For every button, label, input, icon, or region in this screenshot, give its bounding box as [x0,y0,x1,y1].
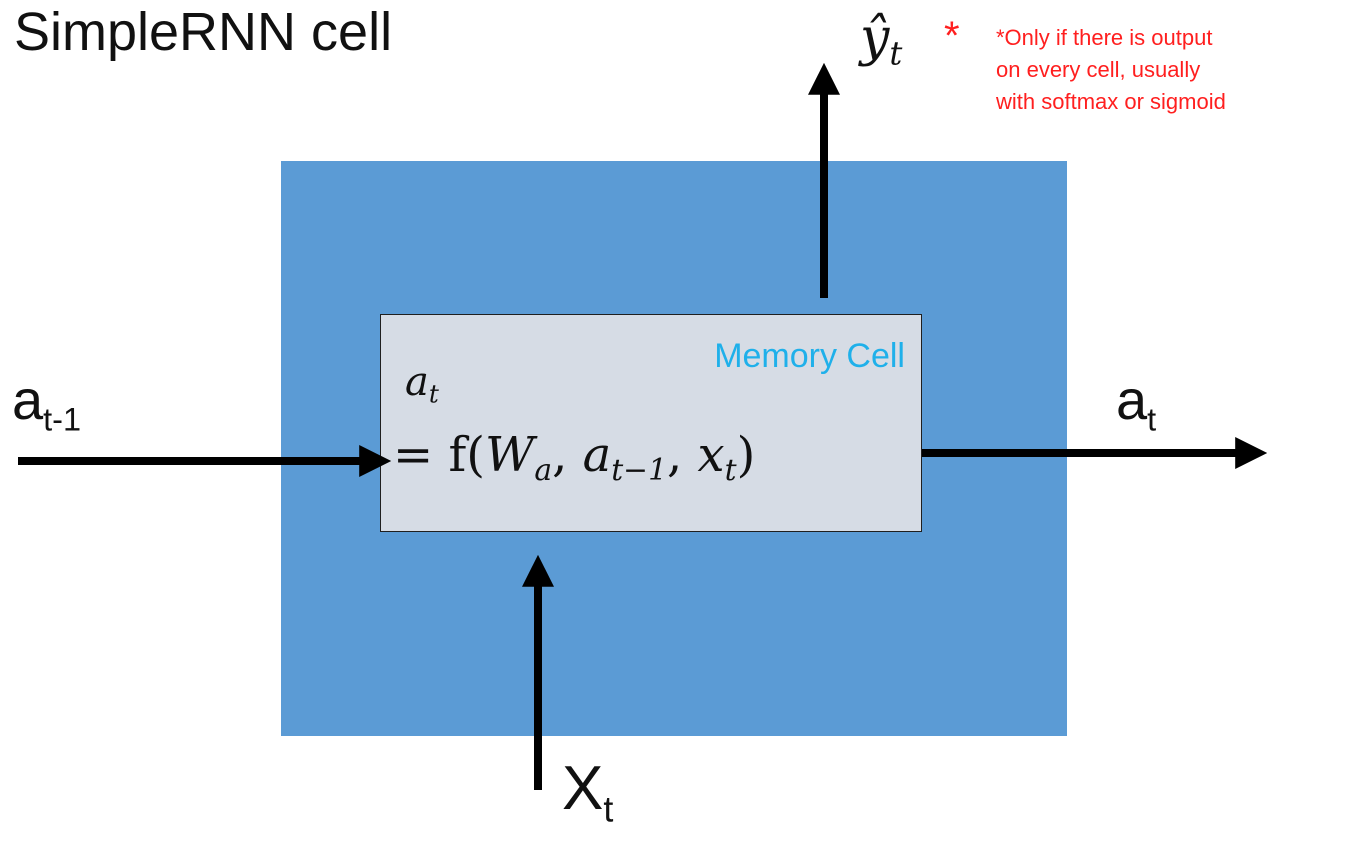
previous-state-label: at-1 [12,368,82,438]
next-state-label: at [1116,368,1157,438]
memory-cell-box: Memory Cell at = f(Wa, at−1, xt) [380,314,922,532]
prediction-asterisk: * [944,14,960,58]
equation-rhs: = f(Wa, at−1, xt) [393,427,756,488]
prediction-label: ŷt [860,8,903,73]
memory-cell-label: Memory Cell [714,337,905,375]
output-footnote: *Only if there is output on every cell, … [996,22,1226,118]
footnote-line: on every cell, usually [996,57,1201,82]
footnote-line: with softmax or sigmoid [996,89,1226,114]
equation-lhs: at [405,359,439,409]
input-label: Xt [562,754,614,830]
diagram-title: SimpleRNN cell [14,2,393,62]
footnote-line: *Only if there is output [996,25,1213,50]
